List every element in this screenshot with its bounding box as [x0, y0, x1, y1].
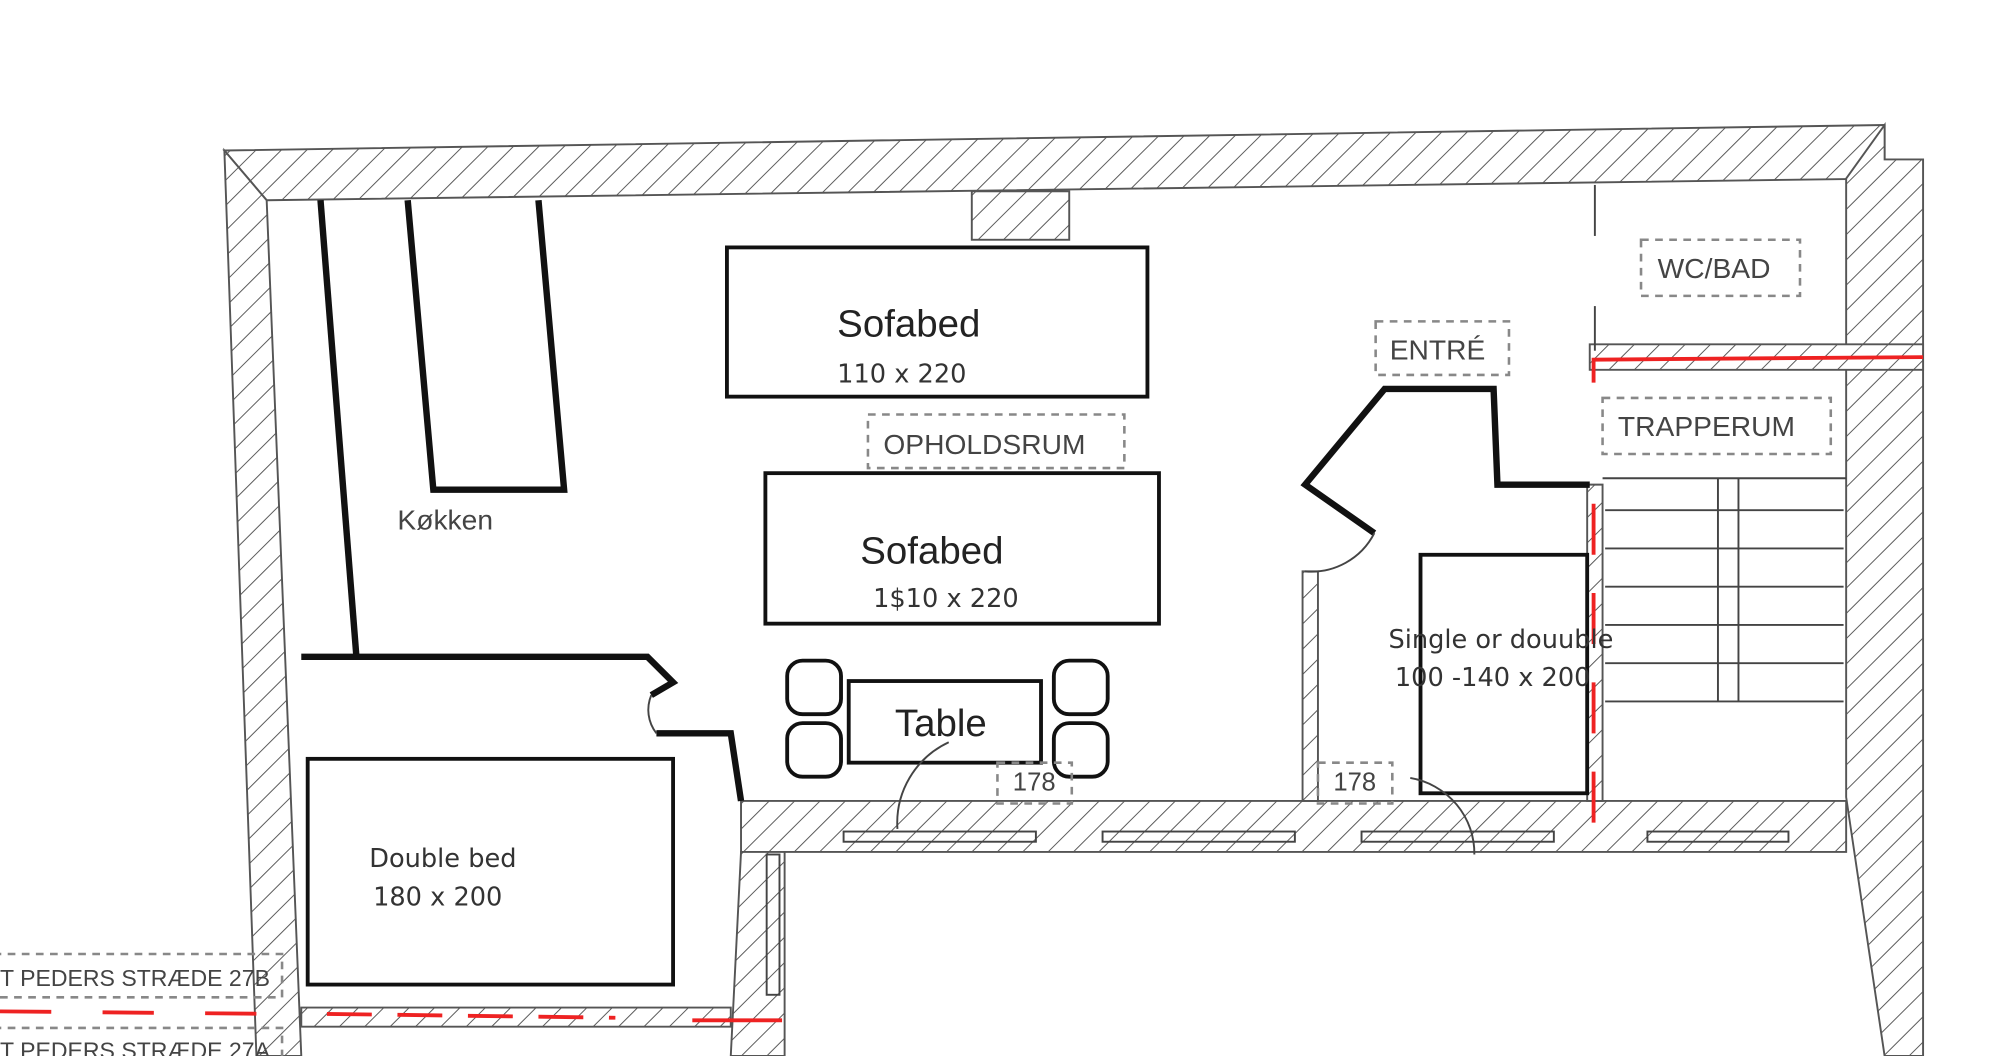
chair [1051, 721, 1110, 779]
street-27b: T PEDERS STRÆDE 27B [0, 965, 270, 991]
door-width-2: 178 [1333, 769, 1376, 797]
double-bed-label: Double bed [369, 844, 516, 874]
room-label-box-bath [1639, 238, 1802, 298]
entry-partition [1300, 184, 1596, 573]
room-label-stairs: TRAPPERUM [1618, 411, 1795, 442]
single-bed: Single or douuble 100 -140 x 200 [1388, 552, 1613, 796]
street-wall [300, 1006, 732, 1028]
dining-table: Table [785, 658, 1110, 779]
bottom-left-wall [729, 850, 786, 1056]
table-label: Table [895, 702, 987, 745]
chair [1051, 658, 1110, 717]
single-bed-size: 100 -140 x 200 [1395, 663, 1591, 693]
room-label-kitchen: Køkken [397, 504, 493, 535]
single-bed-label: Single or douuble [1388, 625, 1613, 655]
door-width-1: 178 [1013, 769, 1056, 797]
double-bed: Double bed 180 x 200 [305, 756, 675, 987]
sofabed-1: Sofabed 110 x 220 [725, 245, 1150, 399]
entry-wall [1301, 570, 1319, 802]
sofabed-1-label: Sofabed [837, 303, 980, 346]
street-box-27a [0, 1026, 284, 1056]
windows [765, 830, 1790, 996]
kitchen-counters [301, 199, 745, 802]
room-label-box-living [866, 413, 1126, 470]
chair [785, 721, 843, 779]
room-label-box-stairs [1601, 396, 1833, 456]
chair [785, 658, 843, 717]
sofabed-1-size: 110 x 220 [837, 360, 966, 390]
top-wall [222, 124, 1886, 202]
sofabed-2: Sofabed 1$10 x 220 [763, 471, 1161, 626]
bottom-wall [740, 799, 1848, 853]
staircase [1602, 477, 1847, 703]
street-box-27b [0, 952, 284, 999]
right-wall [1845, 122, 1925, 1056]
double-bed-size: 180 x 200 [373, 883, 502, 913]
sofabed-2-size: 1$10 x 220 [873, 584, 1019, 614]
room-label-living: OPHOLDSRUM [883, 429, 1085, 460]
boundary-lines [0, 355, 1924, 1023]
room-label-box-entry [1374, 320, 1511, 377]
street-27a: T PEDERS STRÆDE 27A [0, 1038, 271, 1056]
room-label-bath: WC/BAD [1658, 253, 1771, 284]
sofabed-2-label: Sofabed [860, 530, 1003, 573]
room-label-entry: ENTRÉ [1390, 335, 1486, 366]
left-wall [223, 147, 303, 1056]
chimney [970, 190, 1071, 241]
